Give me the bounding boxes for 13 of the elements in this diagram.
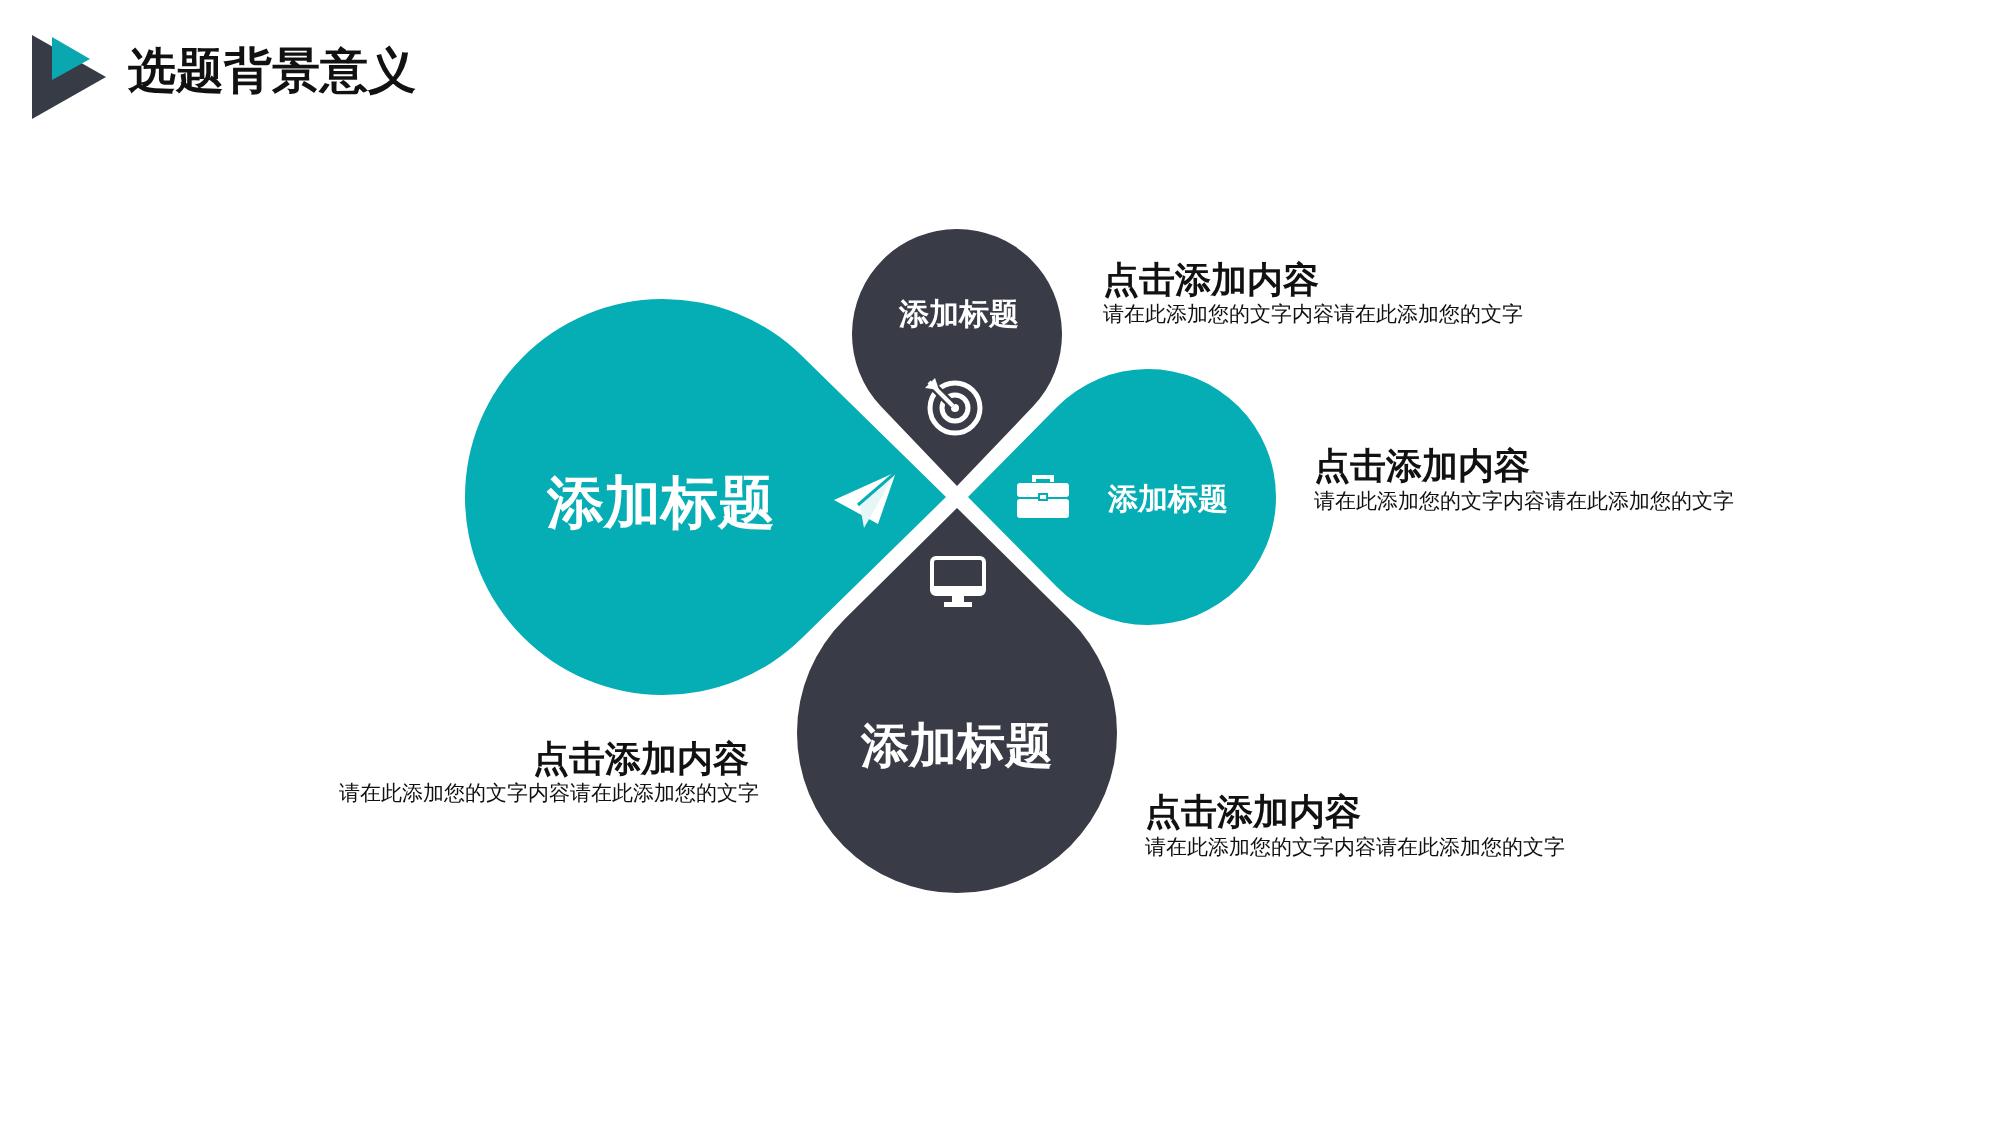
- content-heading: 点击添加内容: [1103, 258, 1319, 302]
- petal-title: 添加标题: [547, 470, 775, 534]
- page-title: 选题背景意义: [128, 42, 416, 100]
- petal-title: 添加标题: [899, 296, 1019, 330]
- content-heading: 点击添加内容: [533, 737, 749, 781]
- petal-title: 添加标题: [1108, 481, 1228, 515]
- content-text: 请在此添加您的文字内容请在此添加您的文字: [1103, 302, 1523, 328]
- content-text: 请在此添加您的文字内容请在此添加您的文字: [1314, 489, 1734, 515]
- content-text: 请在此添加您的文字内容请在此添加您的文字: [1145, 835, 1565, 861]
- petal-title: 添加标题: [861, 718, 1053, 772]
- content-heading: 点击添加内容: [1314, 444, 1530, 488]
- content-text: 请在此添加您的文字内容请在此添加您的文字: [339, 781, 759, 807]
- content-heading: 点击添加内容: [1145, 790, 1361, 834]
